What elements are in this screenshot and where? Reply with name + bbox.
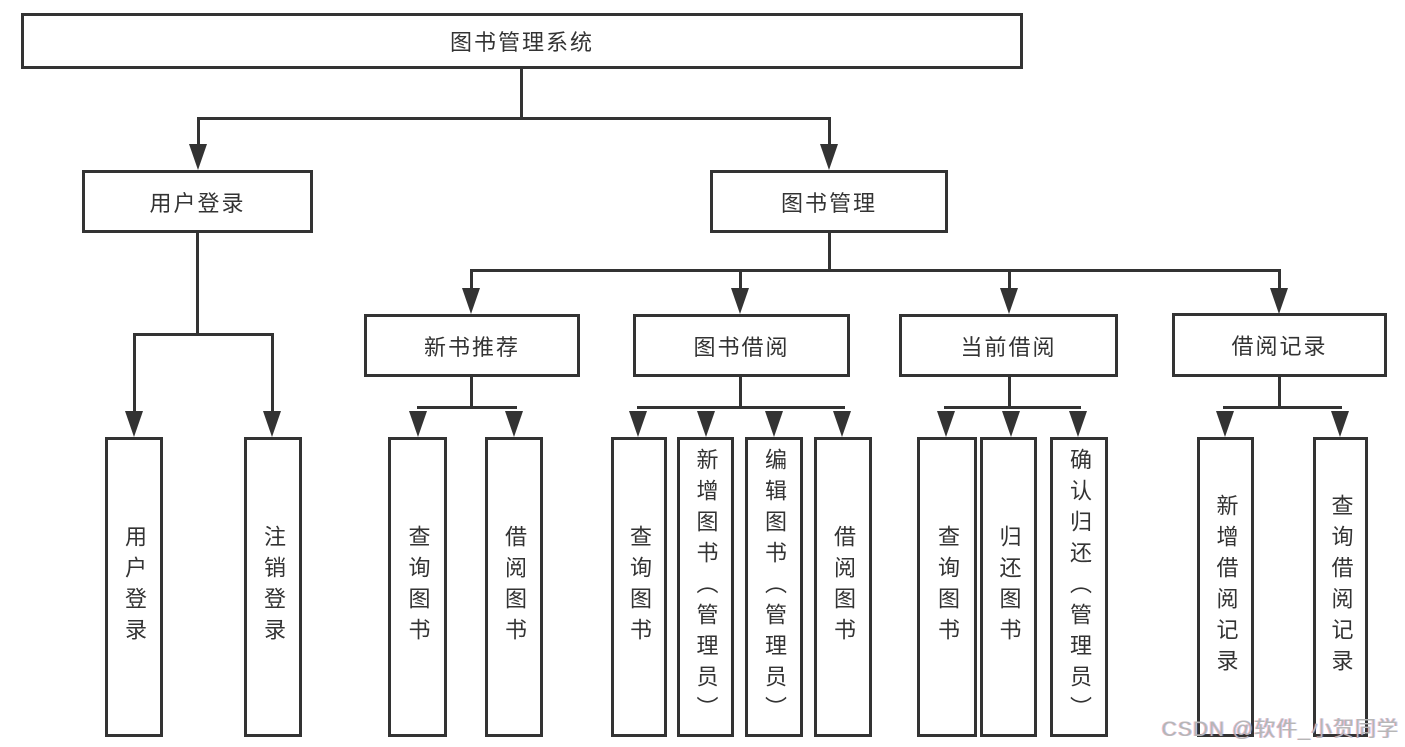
leaf-logout: 注销登录	[244, 437, 302, 737]
node-label: 归还图书	[996, 525, 1022, 649]
leaf-query-borrow-record: 查询借阅记录	[1313, 437, 1368, 737]
connector-line	[520, 66, 523, 118]
node-label: 借阅图书	[831, 525, 856, 649]
connector-line	[1278, 374, 1281, 409]
connector-line	[739, 269, 742, 291]
connector-line	[470, 269, 1281, 272]
node-label: 新书推荐	[423, 334, 520, 360]
connector-line	[1278, 269, 1281, 291]
arrow-down-icon	[1331, 411, 1349, 437]
arrow-down-icon	[505, 411, 523, 437]
node-label: 编辑图书（管理员）	[762, 447, 787, 727]
arrow-down-icon	[697, 411, 715, 437]
connector-line	[133, 333, 136, 413]
arrow-down-icon	[125, 411, 143, 437]
arrow-down-icon	[765, 411, 783, 437]
arrow-down-icon	[462, 288, 480, 314]
arrow-down-icon	[1000, 288, 1018, 314]
connector-line	[828, 230, 831, 272]
leaf-borrow-books-recommend: 借阅图书	[485, 437, 543, 737]
connector-line	[828, 117, 831, 146]
connector-line	[197, 117, 200, 146]
connector-line	[637, 406, 845, 409]
node-label: 查询图书	[935, 525, 960, 649]
node-label: 新增借阅记录	[1213, 494, 1239, 680]
connector-line	[470, 374, 473, 409]
csdn-watermark: CSDN @软件_小贺同学	[1161, 718, 1399, 741]
leaf-return-books: 归还图书	[980, 437, 1037, 737]
arrow-down-icon	[731, 288, 749, 314]
connector-line	[417, 406, 517, 409]
connector-line	[133, 333, 274, 336]
leaf-add-borrow-record: 新增借阅记录	[1197, 437, 1254, 737]
arrow-down-icon	[263, 411, 281, 437]
leaf-query-books-current: 查询图书	[917, 437, 977, 737]
node-label: 借阅记录	[1231, 334, 1328, 359]
arrow-down-icon	[629, 411, 647, 437]
node-library-system: 图书管理系统	[21, 13, 1023, 69]
arrow-down-icon	[1270, 288, 1288, 314]
arrow-down-icon	[409, 411, 427, 437]
node-label: 确认归还（管理员）	[1067, 447, 1092, 727]
node-label: 新增图书（管理员）	[693, 447, 719, 727]
leaf-edit-books-admin: 编辑图书（管理员）	[745, 437, 803, 737]
connector-line	[196, 230, 199, 336]
leaf-query-books-borrowing: 查询图书	[611, 437, 667, 737]
node-label: 注销登录	[261, 525, 286, 649]
node-label: 查询借阅记录	[1328, 494, 1354, 680]
arrow-down-icon	[937, 411, 955, 437]
node-new-book-recommend: 新书推荐	[364, 314, 580, 377]
leaf-confirm-return-admin: 确认归还（管理员）	[1050, 437, 1108, 737]
connector-line	[470, 269, 473, 291]
connector-line	[271, 333, 274, 413]
node-label: 图书管理系统	[449, 30, 594, 55]
connector-line	[197, 117, 831, 120]
connector-line	[1008, 269, 1011, 291]
leaf-user-login: 用户登录	[105, 437, 163, 737]
node-current-borrowing: 当前借阅	[899, 314, 1118, 377]
connector-line	[944, 406, 1081, 409]
node-label: 图书借阅	[693, 334, 790, 360]
leaf-borrow-books: 借阅图书	[814, 437, 872, 737]
node-label: 查询图书	[405, 525, 431, 649]
arrow-down-icon	[1216, 411, 1234, 437]
node-book-borrowing: 图书借阅	[633, 314, 850, 377]
arrow-down-icon	[189, 144, 207, 170]
node-label: 当前借阅	[960, 334, 1057, 360]
connector-line	[1223, 406, 1342, 409]
node-label: 图书管理	[780, 190, 877, 216]
arrow-down-icon	[1002, 411, 1020, 437]
node-label: 查询图书	[627, 525, 652, 649]
node-user-login: 用户登录	[82, 170, 313, 233]
arrow-down-icon	[820, 144, 838, 170]
connector-line	[1008, 374, 1011, 409]
arrow-down-icon	[833, 411, 851, 437]
arrow-down-icon	[1069, 411, 1087, 437]
node-label: 用户登录	[149, 190, 246, 216]
node-label: 借阅图书	[502, 525, 527, 649]
connector-line	[739, 374, 742, 409]
node-borrowing-records: 借阅记录	[1172, 313, 1387, 377]
node-book-management: 图书管理	[710, 170, 948, 233]
leaf-query-books-recommend: 查询图书	[388, 437, 447, 737]
node-label: 用户登录	[122, 525, 147, 649]
leaf-add-books-admin: 新增图书（管理员）	[677, 437, 734, 737]
